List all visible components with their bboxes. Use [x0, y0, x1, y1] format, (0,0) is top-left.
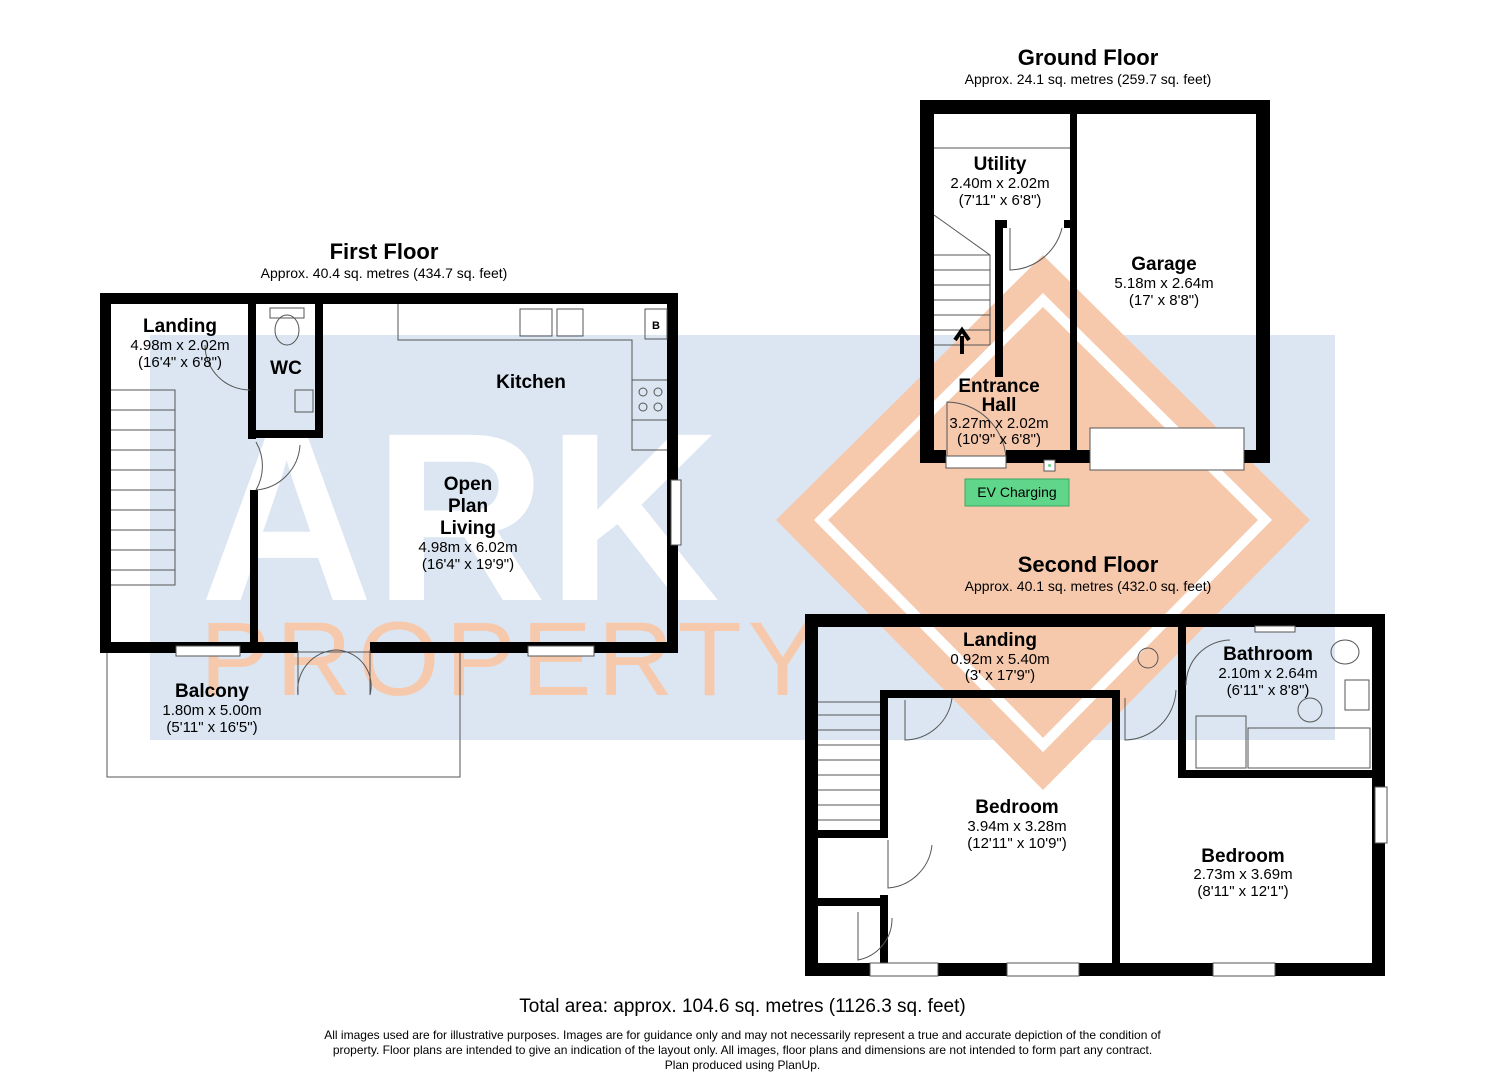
- room-name-bedroom: Bedroom: [975, 797, 1058, 818]
- room-imperial: (5'11" x 16'5"): [166, 719, 257, 736]
- staircase: [111, 389, 176, 586]
- ground-floor-title: Ground Floor: [1018, 45, 1159, 70]
- room-name-open-plan: Living: [440, 518, 496, 539]
- watermark-brand-bottom: PROPERTY: [200, 601, 824, 718]
- room-metric: 3.94m x 3.28m: [967, 818, 1066, 835]
- door-swing: [204, 344, 251, 391]
- room-imperial: (17' x 8'8"): [1129, 292, 1199, 309]
- disclaimer-line-3: Plan produced using PlanUp.: [664, 1058, 821, 1072]
- first-floor: First Floor Approx. 40.4 sq. metres (434…: [100, 239, 682, 778]
- room-name-bedroom: Bedroom: [1201, 846, 1284, 867]
- ground-floor: Ground Floor Approx. 24.1 sq. metres (25…: [920, 45, 1270, 507]
- room-imperial: (6'11" x 8'8"): [1227, 682, 1310, 699]
- room-imperial: (8'11" x 12'1"): [1197, 883, 1288, 900]
- room-metric: 2.73m x 3.69m: [1193, 866, 1292, 883]
- watermark-brand-top: ARK: [200, 383, 720, 651]
- disclaimer-line-1: All images used are for illustrative pur…: [324, 1028, 1161, 1042]
- room-name-landing: Landing: [963, 630, 1037, 651]
- room-name-balcony: Balcony: [175, 681, 249, 702]
- room-name-landing: Landing: [143, 316, 217, 337]
- room-name-open-plan: Plan: [448, 496, 488, 517]
- boiler-label: B: [652, 320, 660, 332]
- staircase: [818, 701, 880, 821]
- room-name-open-plan: Open: [444, 474, 493, 495]
- room-name-kitchen: Kitchen: [496, 372, 566, 393]
- ground-floor-area: Approx. 24.1 sq. metres (259.7 sq. feet): [965, 71, 1212, 87]
- garage-door[interactable]: [1089, 427, 1245, 471]
- room-imperial: (16'4" x 19'9"): [422, 556, 514, 573]
- room-metric: 4.98m x 2.02m: [130, 337, 229, 354]
- room-metric: 1.80m x 5.00m: [162, 702, 261, 719]
- room-imperial: (16'4" x 6'8"): [138, 354, 222, 371]
- room-metric: 2.10m x 2.64m: [1218, 665, 1317, 682]
- room-metric: 5.18m x 2.64m: [1114, 275, 1213, 292]
- room-name-entrance-hall: Entrance: [958, 376, 1039, 397]
- room-imperial: (12'11" x 10'9"): [967, 835, 1067, 852]
- ev-charging-label: EV Charging: [977, 484, 1056, 500]
- up-arrow-icon: [953, 326, 971, 354]
- total-area: Total area: approx. 104.6 sq. metres (11…: [519, 996, 966, 1017]
- second-floor-title: Second Floor: [1018, 552, 1159, 577]
- room-metric: 3.27m x 2.02m: [949, 415, 1048, 432]
- room-imperial: (7'11" x 6'8"): [959, 192, 1042, 209]
- front-door[interactable]: [946, 401, 1007, 459]
- room-name-garage: Garage: [1131, 254, 1196, 275]
- second-floor-area: Approx. 40.1 sq. metres (432.0 sq. feet): [965, 578, 1212, 594]
- first-floor-area: Approx. 40.4 sq. metres (434.7 sq. feet): [261, 265, 508, 281]
- room-imperial: (10'9" x 6'8"): [957, 431, 1041, 448]
- room-metric: 4.98m x 6.02m: [418, 539, 517, 556]
- room-name-utility: Utility: [974, 154, 1027, 175]
- second-floor: Second Floor Approx. 40.1 sq. metres (43…: [805, 552, 1388, 977]
- balcony-doors[interactable]: [297, 649, 372, 696]
- room-name-wc: WC: [270, 358, 302, 379]
- room-name-bathroom: Bathroom: [1223, 644, 1313, 665]
- watermark: ARK PROPERTY: [150, 255, 1335, 790]
- room-metric: 0.92m x 5.40m: [950, 651, 1049, 668]
- room-name-entrance-hall: Hall: [982, 395, 1017, 416]
- disclaimer-line-2: property. Floor plans are intended to gi…: [332, 1043, 1153, 1057]
- room-metric: 2.40m x 2.02m: [950, 175, 1049, 192]
- ev-charging-label-box: [964, 478, 1070, 507]
- room-imperial: (3' x 17'9"): [965, 667, 1035, 684]
- first-floor-title: First Floor: [330, 239, 439, 264]
